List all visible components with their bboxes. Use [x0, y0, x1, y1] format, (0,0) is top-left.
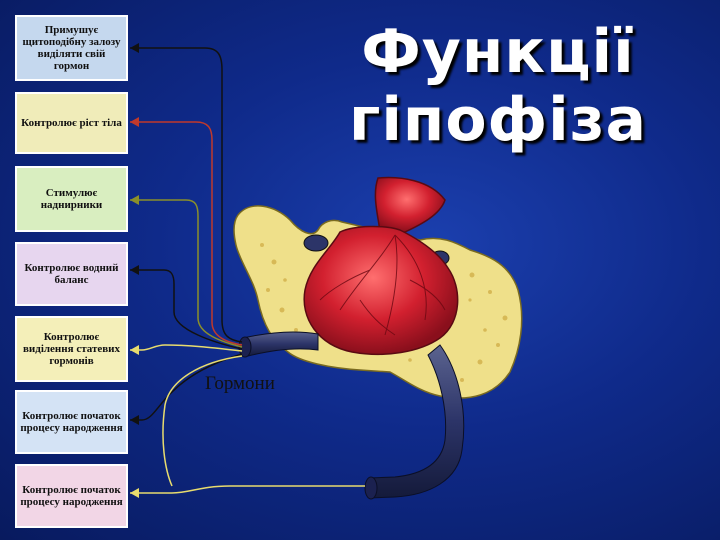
arrow-water	[130, 265, 139, 275]
function-box-thyroid: Примушує щитоподібну залозу виділяти сві…	[15, 15, 128, 81]
arrow-birth-2	[130, 488, 139, 498]
arrow-growth	[130, 117, 139, 127]
outlet-tube-right-mouth	[364, 476, 378, 500]
connector-birth-1	[130, 353, 243, 421]
gland-veins	[319, 234, 446, 336]
cavity-left	[303, 234, 329, 252]
function-box-birth-1: Контролює початок процесу народження	[15, 390, 128, 454]
function-box-sex-hormones: Контролює виділення статевих гормонів	[15, 316, 128, 382]
function-text-adrenal: Стимулює наднирники	[40, 187, 103, 211]
function-box-water: Контролює водний баланс	[15, 242, 128, 306]
connector-thyroid	[130, 47, 243, 343]
connector-birth-2-left	[162, 355, 243, 487]
arrowheads	[130, 43, 139, 498]
connector-water	[130, 269, 243, 350]
title-line-1: Функції	[361, 17, 635, 87]
arrow-birth-1	[130, 415, 139, 425]
title-line-2: гіпофіза	[348, 85, 648, 155]
function-text-thyroid: Примушує щитоподібну залозу виділяти сві…	[22, 24, 121, 72]
slide-title: Функції гіпофіза	[318, 18, 678, 154]
function-text-water: Контролює водний баланс	[24, 262, 119, 286]
pituitary-gland	[303, 225, 459, 356]
arrow-adrenal	[130, 195, 139, 205]
function-text-birth-1: Контролює початок процесу народження	[20, 410, 123, 434]
function-text-sex-hormones: Контролює виділення статевих гормонів	[22, 331, 121, 367]
connector-adrenal	[130, 199, 243, 348]
function-box-adrenal: Стимулює наднирники	[15, 166, 128, 232]
connector-sex	[130, 344, 243, 352]
connector-birth-2	[130, 485, 365, 494]
function-box-growth: Контролює ріст тіла	[15, 92, 128, 154]
connector-growth	[130, 121, 243, 346]
function-text-birth-2: Контролює початок процесу народження	[20, 484, 123, 508]
arrow-thyroid	[130, 43, 139, 53]
gland-stalk	[374, 176, 446, 233]
hormones-label: Гормони	[205, 373, 275, 394]
function-text-growth: Контролює ріст тіла	[21, 117, 122, 129]
arrow-sex	[130, 345, 139, 355]
outlet-tube-left	[242, 331, 319, 357]
function-box-birth-2: Контролює початок процесу народження	[15, 464, 128, 528]
connector-lines	[130, 47, 365, 494]
